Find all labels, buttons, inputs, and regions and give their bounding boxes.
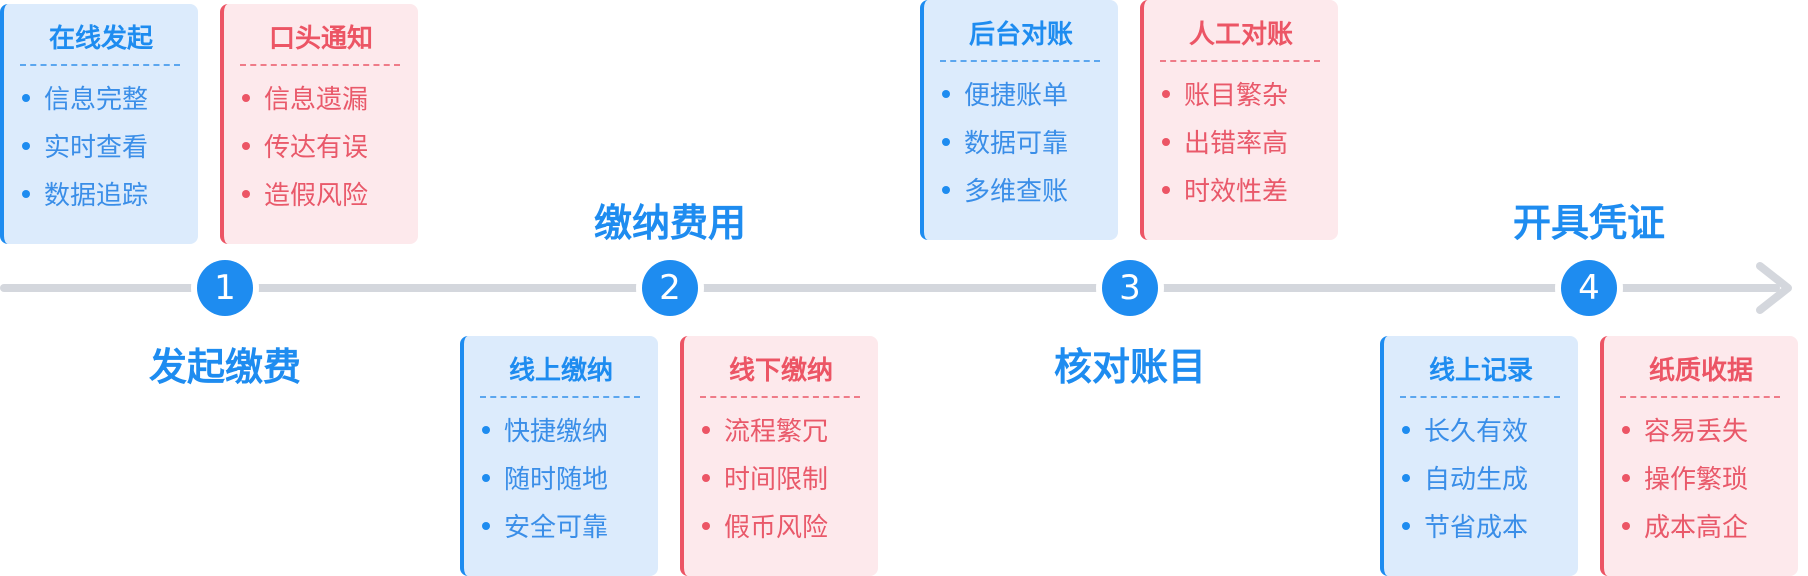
list-item: 长久有效	[1402, 408, 1578, 456]
card-title: 线上记录	[1428, 356, 1533, 386]
timeline-axis	[0, 284, 1780, 292]
bullet-icon	[1402, 521, 1410, 530]
card-divider	[240, 64, 400, 66]
list-item: 时间限制	[702, 456, 878, 504]
bullet-icon	[482, 425, 490, 434]
card-title: 人工对账	[1188, 20, 1293, 50]
list-item: 账目繁杂	[1162, 72, 1338, 120]
card-title: 线上缴纳	[508, 356, 613, 386]
card-online-payment: 线上缴纳 快捷缴纳 随时随地 安全可靠	[460, 336, 658, 576]
card-list: 便捷账单 数据可靠 多维查账	[924, 62, 1118, 216]
list-item: 传达有误	[242, 124, 418, 172]
card-backend-reconcile: 后台对账 便捷账单 数据可靠 多维查账	[920, 0, 1118, 240]
card-divider	[1400, 396, 1560, 398]
card-online-initiate: 在线发起 信息完整 实时查看 数据追踪	[0, 4, 198, 244]
bullet-icon	[942, 89, 950, 98]
bullet-icon	[1622, 521, 1630, 530]
list-item: 容易丢失	[1622, 408, 1798, 456]
bullet-icon	[1162, 137, 1170, 146]
card-divider	[700, 396, 860, 398]
list-item: 流程繁冗	[702, 408, 878, 456]
list-item: 数据追踪	[22, 172, 198, 220]
arrow-right-icon	[1756, 262, 1792, 314]
card-divider	[480, 396, 640, 398]
list-item: 随时随地	[482, 456, 658, 504]
bullet-icon	[22, 93, 30, 102]
card-list: 容易丢失 操作繁琐 成本高企	[1604, 398, 1798, 552]
list-item: 实时查看	[22, 124, 198, 172]
card-divider	[1160, 60, 1320, 62]
bullet-icon	[942, 137, 950, 146]
step-title-4: 开具凭证	[1512, 201, 1665, 245]
list-item: 信息完整	[22, 76, 198, 124]
list-item: 操作繁琐	[1622, 456, 1798, 504]
step-node-2: 2	[642, 260, 698, 316]
list-item: 节省成本	[1402, 504, 1578, 552]
step-node-1: 1	[197, 260, 253, 316]
step-title-3: 核对账目	[1053, 345, 1206, 389]
list-item: 自动生成	[1402, 456, 1578, 504]
card-list: 信息完整 实时查看 数据追踪	[4, 66, 198, 220]
bullet-icon	[242, 141, 250, 150]
bullet-icon	[1162, 185, 1170, 194]
list-item: 多维查账	[942, 168, 1118, 216]
card-list: 长久有效 自动生成 节省成本	[1384, 398, 1578, 552]
list-item: 便捷账单	[942, 72, 1118, 120]
card-divider	[20, 64, 180, 66]
bullet-icon	[1622, 473, 1630, 482]
bullet-icon	[1402, 425, 1410, 434]
bullet-icon	[702, 473, 710, 482]
card-list: 流程繁冗 时间限制 假币风险	[684, 398, 878, 552]
list-item: 时效性差	[1162, 168, 1338, 216]
list-item: 假币风险	[702, 504, 878, 552]
list-item: 信息遗漏	[242, 76, 418, 124]
card-paper-receipt: 纸质收据 容易丢失 操作繁琐 成本高企	[1600, 336, 1798, 576]
step-title-2: 缴纳费用	[593, 201, 746, 245]
card-list: 账目繁杂 出错率高 时效性差	[1144, 62, 1338, 216]
bullet-icon	[482, 473, 490, 482]
step-node-3: 3	[1102, 260, 1158, 316]
list-item: 造假风险	[242, 172, 418, 220]
card-title: 线下缴纳	[728, 356, 833, 386]
card-offline-payment: 线下缴纳 流程繁冗 时间限制 假币风险	[680, 336, 878, 576]
bullet-icon	[22, 189, 30, 198]
bullet-icon	[22, 141, 30, 150]
bullet-icon	[1402, 473, 1410, 482]
list-item: 安全可靠	[482, 504, 658, 552]
list-item: 成本高企	[1622, 504, 1798, 552]
bullet-icon	[702, 425, 710, 434]
bullet-icon	[482, 521, 490, 530]
card-title: 在线发起	[48, 24, 153, 54]
card-online-record: 线上记录 长久有效 自动生成 节省成本	[1380, 336, 1578, 576]
card-verbal-notice: 口头通知 信息遗漏 传达有误 造假风险	[220, 4, 418, 244]
card-manual-reconcile: 人工对账 账目繁杂 出错率高 时效性差	[1140, 0, 1338, 240]
card-title: 纸质收据	[1648, 356, 1753, 386]
bullet-icon	[702, 521, 710, 530]
bullet-icon	[1622, 425, 1630, 434]
list-item: 快捷缴纳	[482, 408, 658, 456]
bullet-icon	[242, 93, 250, 102]
step-node-4: 4	[1561, 260, 1617, 316]
card-title: 口头通知	[268, 24, 373, 54]
bullet-icon	[942, 185, 950, 194]
list-item: 数据可靠	[942, 120, 1118, 168]
card-divider	[940, 60, 1100, 62]
list-item: 出错率高	[1162, 120, 1338, 168]
card-divider	[1620, 396, 1780, 398]
card-list: 信息遗漏 传达有误 造假风险	[224, 66, 418, 220]
card-title: 后台对账	[968, 20, 1073, 50]
bullet-icon	[1162, 89, 1170, 98]
step-title-1: 发起缴费	[148, 345, 301, 389]
bullet-icon	[242, 189, 250, 198]
card-list: 快捷缴纳 随时随地 安全可靠	[464, 398, 658, 552]
